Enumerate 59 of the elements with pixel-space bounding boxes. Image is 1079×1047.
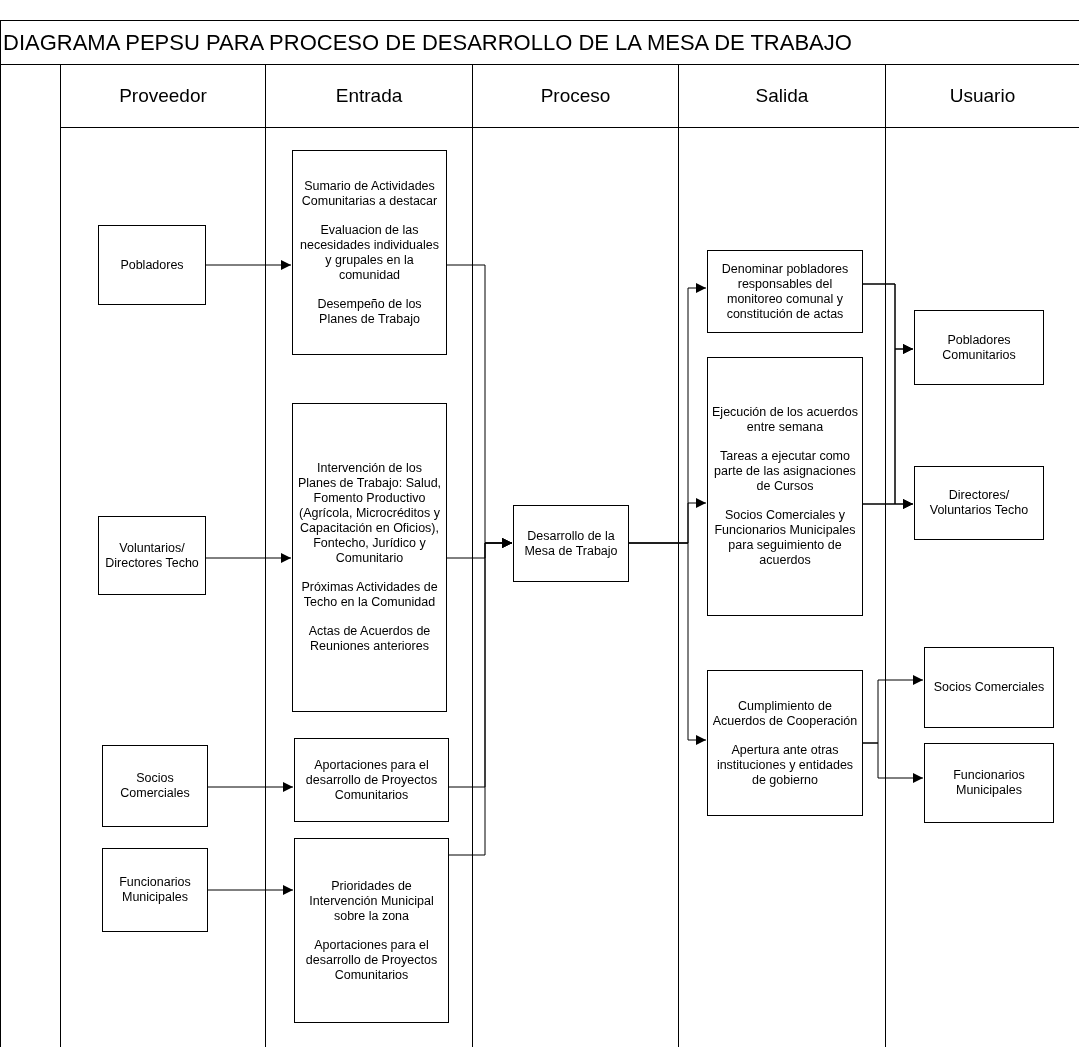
box-text: Pobladores Comunitarios: [941, 332, 1017, 363]
process-box: [914, 466, 1044, 540]
box-text: Ejecución de los acuerdos entre semana: [712, 405, 858, 435]
process-box: [513, 505, 629, 582]
box-text: Intervención de los Planes de Trabajo: Salud, Fomento Productivo (Agrícola, Microcréditos y Capacitación en Oficios), Fontecho, Jurídico y Comunitario: [297, 461, 442, 566]
process-box: [98, 225, 206, 305]
box-text: Pobladores: [120, 257, 184, 273]
process-box: [914, 310, 1044, 385]
box-text: Evaluacion de las necesidades individuales y grupales en la comunidad: [299, 222, 440, 283]
box-text: Actas de Acuerdos de Reuniones anteriores: [307, 624, 432, 654]
swimlane: [885, 65, 1079, 1047]
lane-header: Entrada: [335, 83, 403, 108]
swimlane: [60, 65, 265, 1047]
lane-header: Usuario: [949, 83, 1016, 108]
connector-arrow: [447, 538, 513, 856]
box-text: Funcionarios Municipales: [952, 768, 1026, 798]
connector-arrow: [861, 742, 924, 783]
connector-arrow: [861, 499, 914, 509]
box-text: Socios Comerciales: [119, 771, 191, 801]
process-box: [102, 745, 208, 827]
box-text: Voluntarios/ Directores Techo: [104, 540, 200, 571]
box-text: Cumplimiento de Acuerdos de Cooperación: [712, 698, 858, 729]
connector-arrow: [206, 782, 294, 792]
process-box: [98, 516, 206, 595]
box-text: Aportaciones para el desarrollo de Proyectos Comunitarios: [304, 937, 439, 983]
box-text: Tareas a ejecutar como parte de las asignaciones de Cursos: [713, 449, 857, 494]
box-text: Prioridades de Intervención Municipal sobre la zona: [308, 878, 435, 924]
swimlane: [678, 65, 885, 1047]
lane-header: Salida: [755, 83, 809, 108]
connector-arrow: [204, 553, 292, 563]
process-box: [294, 738, 449, 822]
box-text: Desarrollo de la Mesa de Trabajo: [523, 528, 619, 559]
process-box: [292, 150, 447, 355]
box-text: Socios Comerciales: [933, 680, 1045, 695]
box-text: Sumario de Actividades Comunitarias a destacar: [300, 178, 439, 209]
process-box: [707, 357, 863, 616]
box-text: Aportaciones para el desarrollo de Proyectos Comunitarios: [304, 757, 439, 803]
lane-header: Proveedor: [119, 83, 207, 108]
swimlane: [472, 65, 678, 1047]
box-text: Denominar pobladores responsables del monitoreo comunal y constitución de actas: [720, 261, 850, 322]
connector-arrow: [204, 260, 292, 270]
connector-arrow: [206, 885, 294, 895]
process-box: [294, 838, 449, 1023]
process-box: [707, 250, 863, 333]
lane-header: Proceso: [540, 83, 611, 108]
process-box: [707, 670, 863, 816]
box-text: Funcionarios Municipales: [118, 875, 192, 905]
box-text: Socios Comerciales y Funcionarios Municipales para seguimiento de acuerdos: [713, 508, 857, 568]
swimlane: [265, 65, 472, 1047]
process-box: [102, 848, 208, 932]
box-text: Directores/ Voluntarios Techo: [928, 488, 1030, 518]
diagram-title: DIAGRAMA PEPSU PARA PROCESO DE DESARROLLO DE LA MESA DE TRABAJO: [3, 28, 852, 57]
box-text: Apertura ante otras instituciones y entidades de gobierno: [715, 742, 855, 788]
process-box: [292, 403, 447, 712]
process-box: [924, 647, 1054, 728]
process-box: [924, 743, 1054, 823]
connector-arrow: [627, 542, 707, 745]
box-text: Próximas Actividades de Techo en la Comunidad: [300, 580, 439, 610]
box-text: Desempeño de los Planes de Trabajo: [316, 296, 423, 327]
